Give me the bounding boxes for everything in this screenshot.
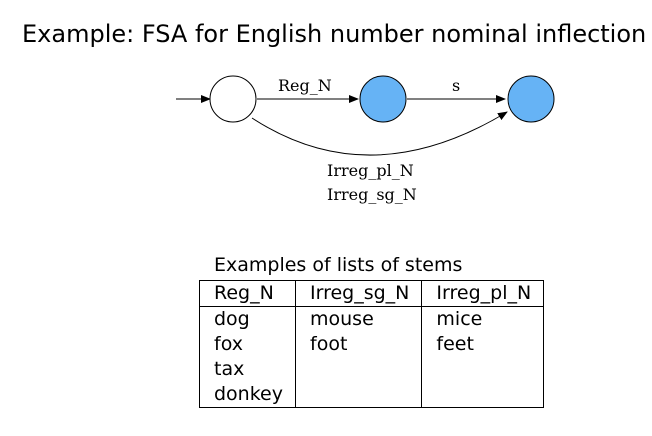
table-cell: tax [199, 357, 296, 382]
slide-title: Example: FSA for English number nominal … [22, 20, 647, 48]
table-cell [294, 357, 423, 382]
table-cell [294, 382, 423, 408]
fsa-diagram: Reg_N s Irreg_pl_N Irreg_sg_N [176, 75, 555, 204]
column-header-irreg-pl-n: Irreg_pl_N [421, 280, 545, 307]
edge-irregular [251, 111, 508, 156]
state-start [209, 75, 257, 123]
table-cell: donkey [199, 382, 296, 408]
table-cell [421, 382, 545, 408]
edge-label-irreg-pl-n: Irreg_pl_N [327, 161, 414, 180]
stems-table: Reg_N Irreg_sg_N Irreg_pl_N dog mouse mi… [199, 280, 545, 408]
table-cell: fox [199, 332, 296, 357]
table-cell: mouse [294, 306, 423, 332]
table-row: tax [199, 357, 545, 382]
table-cell: mice [421, 306, 545, 332]
edge-label-reg-n: Reg_N [278, 76, 332, 95]
table-header-row: Reg_N Irreg_sg_N Irreg_pl_N [199, 280, 545, 307]
edge-label-s: s [452, 76, 460, 95]
table-cell: dog [199, 306, 296, 332]
table-row: dog mouse mice [199, 306, 545, 332]
state-intermediate [359, 75, 407, 123]
table-cell [421, 357, 545, 382]
table-row: fox foot feet [199, 332, 545, 357]
table-row: donkey [199, 382, 545, 408]
edge-label-irreg-sg-n: Irreg_sg_N [327, 185, 417, 204]
column-header-reg-n: Reg_N [199, 280, 296, 307]
table-caption: Examples of lists of stems [214, 254, 463, 276]
table-cell: foot [294, 332, 423, 357]
table-cell: feet [421, 332, 545, 357]
state-final [507, 75, 555, 123]
column-header-irreg-sg-n: Irreg_sg_N [294, 280, 423, 307]
